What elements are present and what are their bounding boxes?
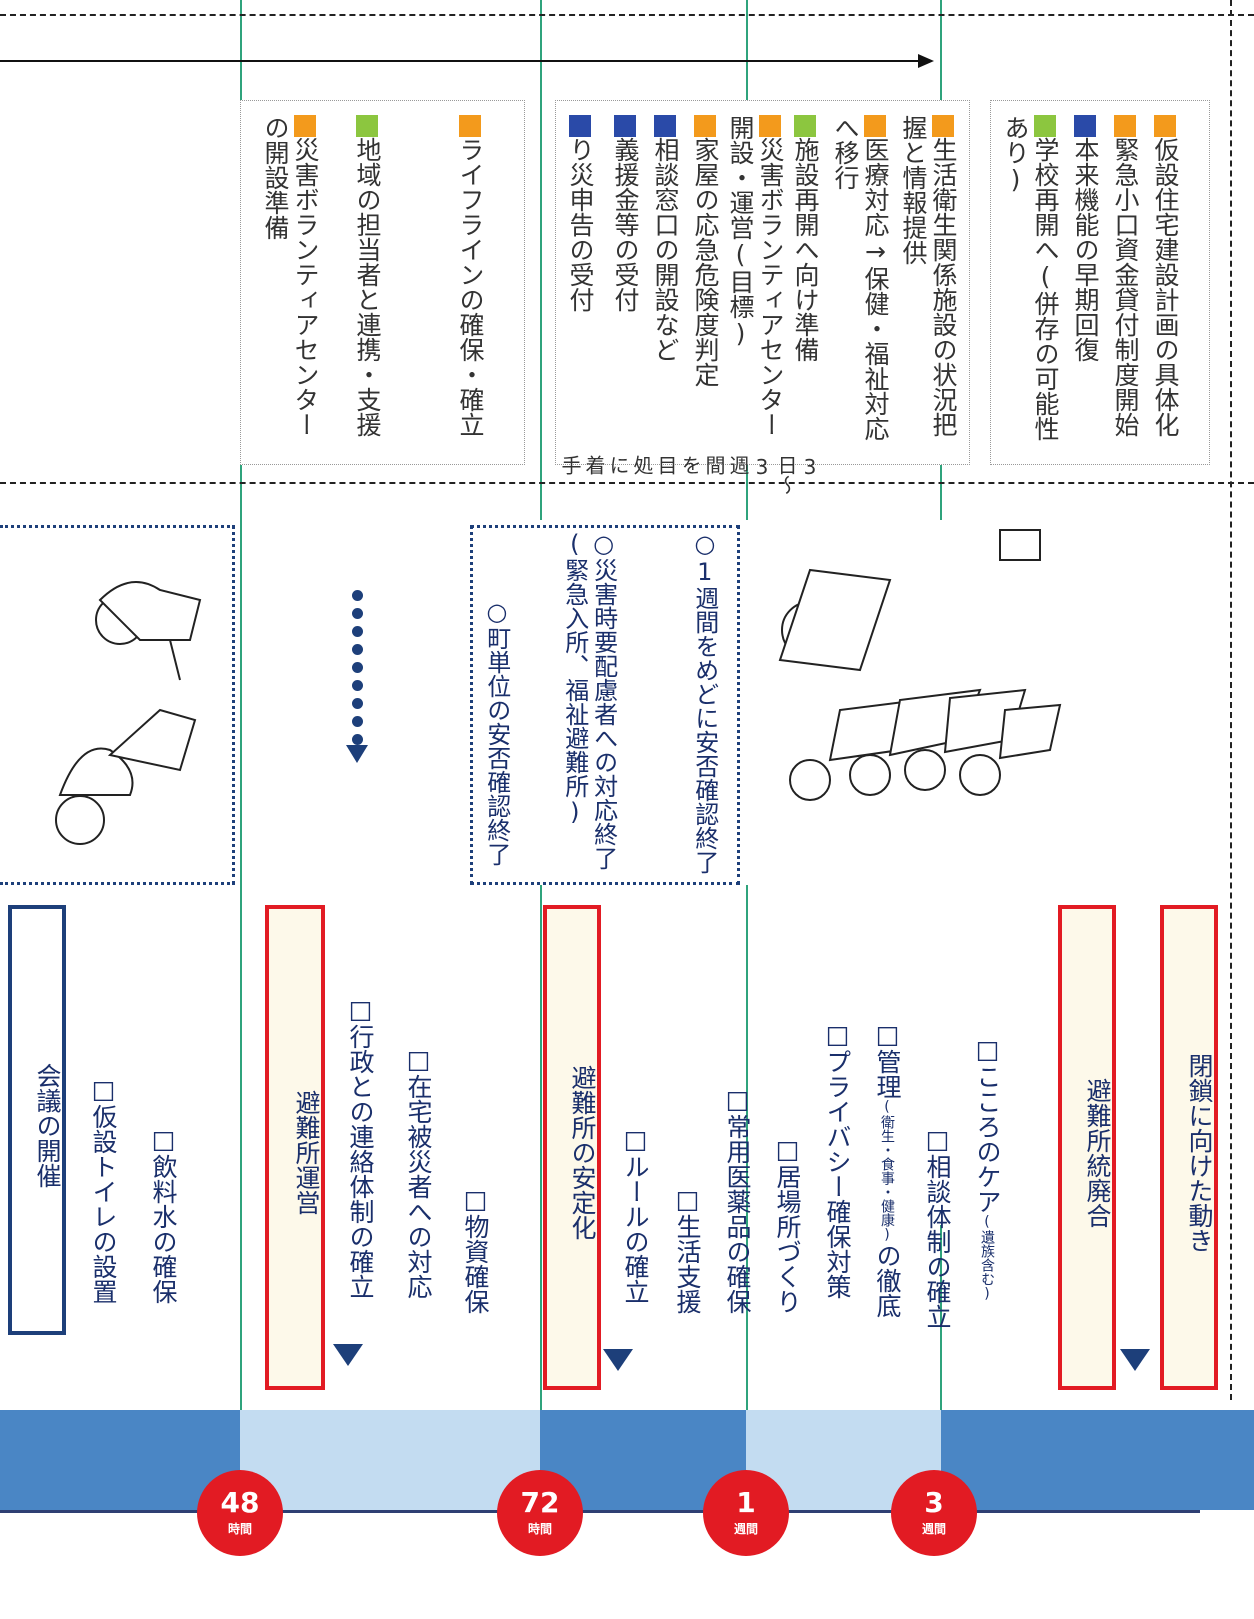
timeline-band-highlight-48 xyxy=(240,1410,540,1510)
item-kokoro-main: □こころのケア xyxy=(973,1035,1002,1214)
support-item-loan: 緊急小口資金貸付制度開始 xyxy=(1110,115,1140,455)
item-water: □飲料水の確保 xyxy=(149,1125,178,1304)
support-box-1 xyxy=(240,100,525,465)
orange-marker-icon xyxy=(459,115,481,137)
green-marker-icon xyxy=(1034,115,1056,137)
phase-consolidate: 避難所統廃合 xyxy=(1058,905,1116,1390)
item-management: □管理(衛生・食事・健康)の徹底 xyxy=(872,1020,902,1318)
green-marker-icon xyxy=(356,115,378,137)
item-life-support: □生活支援 xyxy=(673,1185,702,1314)
blue-marker-icon xyxy=(654,115,676,137)
meeting-box-label: 会議の開催 xyxy=(33,1062,62,1188)
phase-consolidate-label: 避難所統廃合 xyxy=(1083,1077,1112,1228)
arrow-consolidate xyxy=(1120,1349,1150,1371)
phase-stabilize: 避難所の安定化 xyxy=(543,905,601,1390)
support-item-housing: 仮設住宅建設計画の具体化 xyxy=(1150,115,1180,455)
phase-shelter-ops: 避難所運営 xyxy=(265,905,325,1390)
top-dashed-line xyxy=(0,14,1254,16)
phase-closure-label: 閉鎖に向けた動き xyxy=(1185,1052,1214,1253)
green-marker-icon xyxy=(794,115,816,137)
divider-3w-bottom xyxy=(940,1225,942,1410)
item-management-tail: の徹底 xyxy=(873,1243,902,1318)
orange-marker-icon xyxy=(1114,115,1136,137)
confirm-week: ○1週間をめどに安否確認終了 xyxy=(690,530,719,874)
arrow-stabilize xyxy=(603,1349,633,1371)
orange-marker-icon xyxy=(759,115,781,137)
blue-marker-icon xyxy=(614,115,636,137)
item-toilet: □仮設トイレの設置 xyxy=(89,1075,118,1304)
divider-72h-bottom xyxy=(540,885,542,1410)
item-rules: □ルールの確立 xyxy=(621,1125,650,1304)
divider-72h-top xyxy=(540,0,542,520)
time-arrow xyxy=(0,54,934,68)
item-management-main: □管理 xyxy=(873,1020,902,1099)
arrow-shelter-ops xyxy=(333,1344,363,1366)
item-privacy: □プライバシー確保対策 xyxy=(823,1020,852,1299)
support-item-madoguchi: 相談窓口の開設など xyxy=(650,115,680,455)
right-dashed-line xyxy=(1230,0,1232,1400)
item-medicine: □常用医薬品の確保 xyxy=(723,1085,752,1314)
item-consult: □相談体制の確立 xyxy=(923,1125,952,1329)
support-item-medical: 医療対応→保健・福祉対応へ移行 xyxy=(831,115,890,441)
phase-closure: 閉鎖に向けた動き xyxy=(1160,905,1218,1390)
meeting-box: 会議の開催 xyxy=(8,905,66,1335)
support-item-kaoku: 家屋の応急危険度判定 xyxy=(690,115,720,455)
support-item-recovery: 本来機能の早期回復 xyxy=(1070,115,1100,455)
confirm-town: ○町単位の安否確認終了 xyxy=(482,598,511,866)
support-box-2-timeref: 3日〜3週間を目処に着手 xyxy=(558,455,822,495)
support-item-lifeline: ライフラインの確保・確立 xyxy=(455,115,485,455)
orange-marker-icon xyxy=(1154,115,1176,137)
divider-1w-bottom xyxy=(746,885,748,1410)
item-kokoro-sub: (遺族含む) xyxy=(979,1214,995,1302)
item-management-sub: (衛生・食事・健康) xyxy=(879,1099,895,1243)
phase-shelter-ops-label: 避難所運営 xyxy=(292,1090,321,1215)
orange-marker-icon xyxy=(932,115,954,137)
item-kokoro: □こころのケア(遺族含む) xyxy=(972,1035,1002,1302)
illustration-frame xyxy=(0,525,235,885)
item-place: □居場所づくり xyxy=(773,1135,802,1314)
timeline-axis xyxy=(0,1510,1200,1513)
confirmation-box xyxy=(470,525,740,885)
orange-marker-icon xyxy=(294,115,316,137)
blue-marker-icon xyxy=(1074,115,1096,137)
support-item-local: 地域の担当者と連携・支援 xyxy=(352,115,382,455)
item-supplies: □物資確保 xyxy=(461,1185,490,1314)
item-home-victims: □在宅被災者への対応 xyxy=(404,1045,433,1299)
divider-48h xyxy=(240,0,242,1410)
support-item-gienkin: 義援金等の受付 xyxy=(610,115,640,455)
support-item-volunteer-prep: 災害ボランティアセンターの開設準備 xyxy=(261,115,320,437)
support-item-facility: 施設再開へ向け準備 xyxy=(790,115,820,455)
blue-marker-icon xyxy=(569,115,591,137)
orange-marker-icon xyxy=(694,115,716,137)
timeline-band xyxy=(0,1410,1254,1510)
people-illustration-talking xyxy=(55,581,202,845)
support-box-2 xyxy=(555,100,970,465)
support-box-3 xyxy=(990,100,1210,465)
middle-dashed-line xyxy=(0,482,1254,484)
support-item-volunteer-ops: 災害ボランティアセンター開設・運営(目標) xyxy=(726,115,785,437)
item-admin-contact: □行政との連絡体制の確立 xyxy=(346,995,375,1299)
support-item-risai: り災申告の受付 xyxy=(565,115,595,455)
people-illustration-exercise xyxy=(778,529,1062,801)
support-item-sanitation: 生活衛生関係施設の状況把握と情報提供 xyxy=(899,115,958,437)
dotted-arrow xyxy=(346,590,368,763)
confirm-vulnerable: ○災害時要配慮者への対応終了(緊急入所、福祉避難所) xyxy=(560,530,618,870)
phase-stabilize-label: 避難所の安定化 xyxy=(568,1065,597,1240)
orange-marker-icon xyxy=(864,115,886,137)
support-item-school: 学校再開へ(併存の可能性あり) xyxy=(1001,115,1060,441)
